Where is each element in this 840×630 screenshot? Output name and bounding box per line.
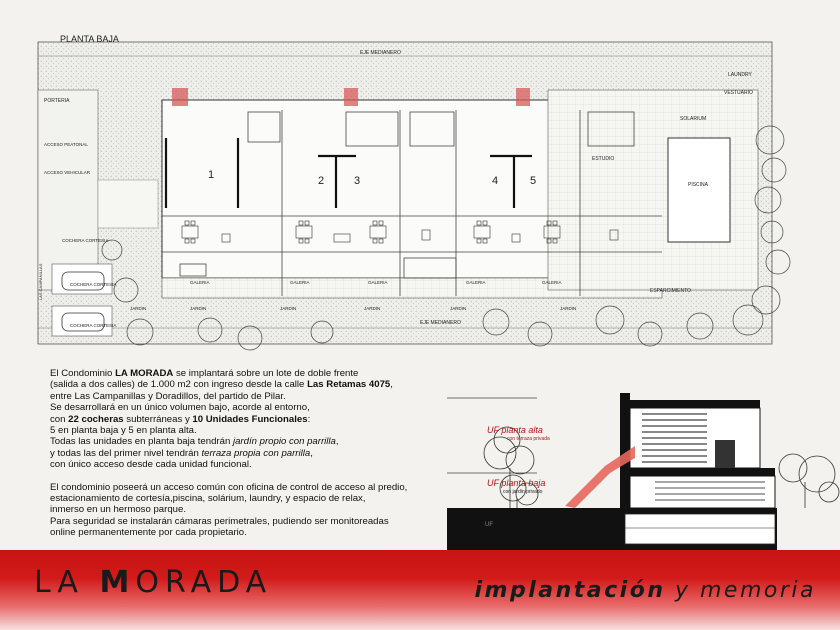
label-esparcimiento: ESPARCIMIENTO (650, 288, 691, 294)
unit-number: 4 (492, 175, 498, 187)
label-jardin: JARDIN (450, 306, 466, 311)
trees (101, 125, 791, 351)
label-uf: UF (485, 522, 493, 528)
label-cochera-cortesia: COCHERA CORTESIA (62, 238, 108, 243)
footer-tagline: implantación y memoria (474, 578, 816, 603)
memo-line: 5 en planta baja y 5 en planta alta. (50, 425, 197, 437)
memo-line: con 22 cocheras subterráneas y 10 Unidad… (50, 413, 311, 425)
label-galeria: GALERIA (190, 280, 210, 285)
pool (667, 137, 731, 243)
label-jardin: JARDIN (190, 306, 206, 311)
memo-line: estacionamiento de cortesía,piscina, sol… (50, 493, 366, 505)
label-vestuario: VESTUARIO (724, 90, 753, 96)
footer-banner (0, 550, 840, 630)
label-calle-lateral: LAS CAMPANILLAS (38, 263, 43, 300)
memo-line: (salida a dos calles) de 1.000 m2 con in… (50, 379, 393, 391)
label-medianero-top: EJE MEDIANERO (360, 50, 401, 56)
memo-line: Se desarrollará en un único volumen bajo… (50, 402, 310, 414)
label-jardin: JARDIN (560, 306, 576, 311)
label-cochera-cortesia-3: COCHERA CORTESIA (70, 323, 116, 328)
memo-line: Para seguridad se instalarán cámaras per… (50, 515, 389, 527)
building-section: UF planta alta con terraza privada UF pl… (447, 393, 840, 560)
access-marker (516, 88, 530, 106)
memo-line: Todas las unidades en planta baja tendrá… (50, 436, 339, 448)
label-porteria: PORTERIA (44, 98, 70, 104)
memo-line: con único acceso desde cada unidad funci… (50, 459, 252, 471)
label-solarium: SOLARIUM (680, 116, 706, 122)
plan-title: PLANTA BAJA (60, 34, 119, 44)
memo-line: El Condominio LA MORADA se implantará so… (50, 368, 359, 379)
label-galeria: GALERIA (368, 280, 388, 285)
label-cochera-cortesia-2: COCHERA CORTESIA (70, 282, 116, 287)
label-laundry: LAUNDRY (728, 72, 752, 78)
memo-line: inmerso en un hermoso parque. (50, 504, 186, 516)
label-uf-baja: UF planta baja (487, 478, 545, 488)
unit-number: 2 (318, 175, 324, 187)
label-jardin: JARDIN (364, 306, 380, 311)
label-uf-alta: UF planta alta (487, 425, 543, 435)
unit-number: 3 (354, 175, 360, 187)
section-trees (483, 426, 840, 508)
label-jardin: JARDIN (130, 306, 146, 311)
label-estudio: ESTUDIO (592, 156, 614, 162)
label-medianero-bottom: EJE MEDIANERO (420, 320, 461, 326)
brand-title: LA MORADA (34, 565, 273, 600)
label-uf-alta-sub: con terraza privada (507, 436, 550, 442)
project-description: El Condominio LA MORADA se implantará so… (50, 368, 450, 539)
label-acceso-peatonal: ACCESO PEATONAL (44, 142, 88, 147)
unit-number: 1 (208, 169, 214, 181)
label-galeria: GALERIA (290, 280, 310, 285)
label-uf-baja-sub: con jardin privado (503, 489, 543, 495)
memo-line: online permanentemente por cada propieta… (50, 527, 247, 539)
label-piscina: PISCINA (688, 182, 709, 188)
car-icon (61, 271, 105, 291)
access-marker (172, 88, 188, 106)
access-marker (344, 88, 358, 106)
unit-number: 5 (530, 175, 536, 187)
label-jardin: JARDIN (280, 306, 296, 311)
label-galeria: GALERIA (466, 280, 486, 285)
label-acceso-vehicular: ACCESO VEHICULAR (44, 170, 91, 175)
access-ramp (565, 446, 635, 508)
site-plan: PLANTA BAJA EJE MEDIANERO EJE MEDIANERO … (37, 34, 791, 351)
memo-line: y todas las del primer nivel tendrán ter… (50, 447, 313, 459)
memo-line: El condominio poseerá un acceso común co… (50, 481, 408, 493)
car-icon (61, 312, 105, 332)
memo-line: entre Las Campanillas y Doradillos, del … (50, 390, 286, 402)
label-galeria: GALERIA (542, 280, 562, 285)
